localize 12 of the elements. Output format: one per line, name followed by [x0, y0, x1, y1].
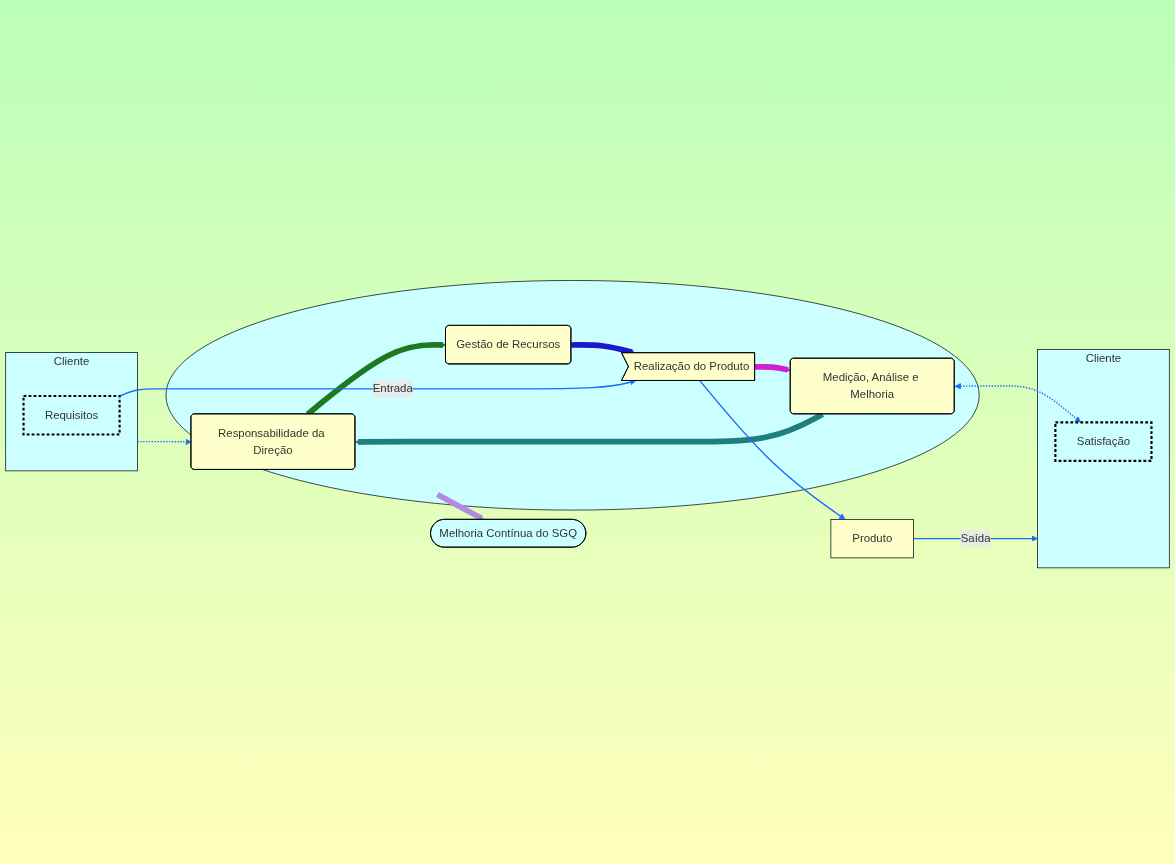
edge-label: Entrada — [372, 382, 413, 395]
arrow — [754, 363, 791, 373]
arrow — [136, 438, 192, 445]
arrow — [118, 379, 636, 397]
arrow — [954, 383, 1081, 423]
cluster — [165, 280, 980, 511]
arrow — [699, 380, 846, 520]
node-box: Satisfação — [1054, 421, 1153, 462]
node-box: Requisitos — [22, 394, 121, 436]
arrow — [436, 491, 485, 521]
node-box: Produto — [830, 519, 914, 559]
edge-label: Saída — [960, 532, 991, 545]
